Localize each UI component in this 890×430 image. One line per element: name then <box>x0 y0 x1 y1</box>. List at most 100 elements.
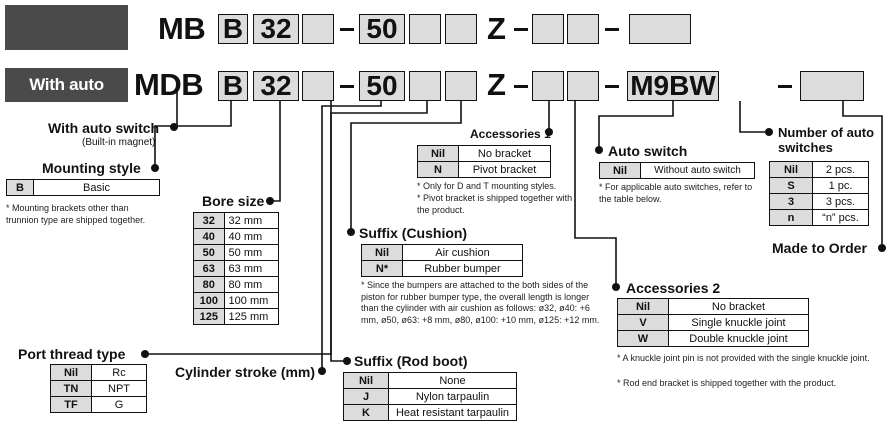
row1-suffix-z: Z <box>487 11 506 46</box>
option-code: S <box>769 177 813 194</box>
connector-dot <box>765 128 773 136</box>
option-label: 50 mm <box>223 244 280 261</box>
auto-switch-title: Auto switch <box>608 143 688 159</box>
row2-box-empty <box>445 71 477 101</box>
option-label: Rubber bumper <box>402 260 523 277</box>
option-label: Basic <box>33 179 160 196</box>
option-code: Nil <box>599 162 641 179</box>
option-code: N <box>417 161 459 178</box>
row2-box-empty <box>409 71 441 101</box>
connector-dot <box>170 123 178 131</box>
connector-dot <box>545 128 553 136</box>
option-code: 125 <box>193 308 225 325</box>
bore-size-title: Bore size <box>202 193 265 209</box>
option-label: 3 pcs. <box>812 193 869 210</box>
num-switches-title-2: switches <box>778 140 833 155</box>
option-label: 1 pc. <box>812 177 869 194</box>
mounting-style-table: B Basic <box>6 179 160 196</box>
option-code: Nil <box>417 145 459 162</box>
cylinder-stroke-title: Cylinder stroke (mm) <box>175 364 316 380</box>
mounting-style-note: * Mounting brackets other than trunnion … <box>6 203 146 225</box>
port-thread-title: Port thread type <box>18 346 126 362</box>
suffix-rod-boot-title: Suffix (Rod boot) <box>354 353 468 369</box>
connector-dot <box>595 146 603 154</box>
option-code: 100 <box>193 292 225 309</box>
row2-bore-code: 32 <box>253 71 299 101</box>
accessories2-title: Accessories 2 <box>626 280 721 296</box>
accessories2-note: * Rod end bracket is shipped together wi… <box>617 378 837 388</box>
option-code: Nil <box>361 244 403 261</box>
option-code: TN <box>50 380 92 397</box>
row1-box-empty <box>445 14 477 44</box>
option-label: 100 mm <box>223 292 280 309</box>
connector-dot <box>151 164 159 172</box>
option-code: Nil <box>769 161 813 178</box>
suffix-cushion-title: Suffix (Cushion) <box>359 225 468 241</box>
table-row: n“n” pcs. <box>769 209 869 226</box>
option-code: Nil <box>50 364 92 381</box>
row2-box-empty <box>800 71 864 101</box>
option-code: 3 <box>769 193 813 210</box>
connector-dot <box>343 357 351 365</box>
row2-dash <box>340 85 354 88</box>
option-code: K <box>343 404 389 421</box>
mounting-style-title: Mounting style <box>42 160 141 176</box>
option-code: 32 <box>193 212 225 229</box>
made-to-order-title: Made to Order <box>772 240 867 256</box>
option-label: 40 mm <box>223 228 280 245</box>
row2-switch-code: M9BW <box>627 71 719 101</box>
option-label: 32 mm <box>223 212 280 229</box>
connector-dot <box>141 350 149 358</box>
row1-bore-code: 32 <box>253 14 299 44</box>
option-label: G <box>91 396 147 413</box>
row2-dash <box>605 85 619 88</box>
option-label: 80 mm <box>223 276 280 293</box>
table-row: B Basic <box>6 179 160 196</box>
row2-box-empty <box>532 71 564 101</box>
connector-dot <box>612 283 620 291</box>
row1-mount-code: B <box>218 14 248 44</box>
row2-suffix-z: Z <box>487 67 506 102</box>
option-label: None <box>388 372 517 389</box>
row1-label-box <box>5 5 128 50</box>
option-label: Without auto switch <box>640 162 755 179</box>
row1-dash <box>514 28 528 31</box>
option-label: Double knuckle joint <box>668 330 809 347</box>
connector-dot <box>878 244 886 252</box>
connector-dot <box>347 228 355 236</box>
option-code: 50 <box>193 244 225 261</box>
option-label: Nylon tarpaulin <box>388 388 517 405</box>
row1-box-empty <box>302 14 334 44</box>
option-code: V <box>617 314 669 331</box>
option-label: Rc <box>91 364 147 381</box>
row2-box-empty <box>302 71 334 101</box>
row1-box-empty <box>409 14 441 44</box>
auto-switch-label: With auto switch <box>5 68 128 128</box>
accessories1-note: * Pivot bracket is shipped together with… <box>417 193 573 215</box>
with-auto-switch-subtitle: (Built-in magnet) <box>82 137 156 148</box>
option-label: Heat resistant tarpaulin <box>388 404 517 421</box>
